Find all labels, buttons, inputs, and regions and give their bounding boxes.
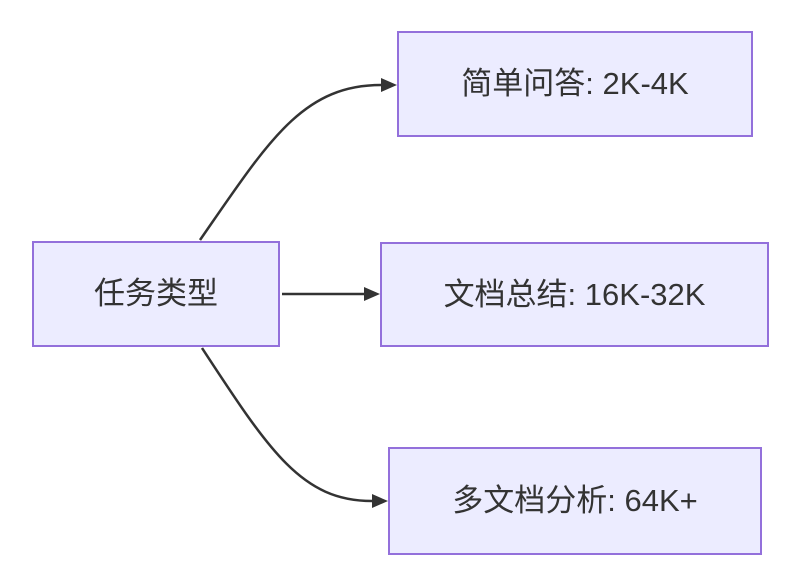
node-multi-doc-label: 多文档分析: 64K+ — [452, 483, 698, 519]
node-doc-summary-label: 文档总结: 16K-32K — [443, 276, 706, 312]
edge-root-to-simple-qa — [198, 78, 397, 241]
node-task-type-label: 任务类型 — [94, 276, 218, 312]
edge-root-to-multi-doc — [200, 347, 388, 508]
node-simple-qa-label: 简单问答: 2K-4K — [461, 66, 689, 102]
node-multi-doc: 多文档分析: 64K+ — [388, 447, 762, 555]
node-task-type: 任务类型 — [32, 241, 280, 347]
node-simple-qa: 简单问答: 2K-4K — [397, 31, 753, 137]
node-doc-summary: 文档总结: 16K-32K — [380, 242, 769, 347]
